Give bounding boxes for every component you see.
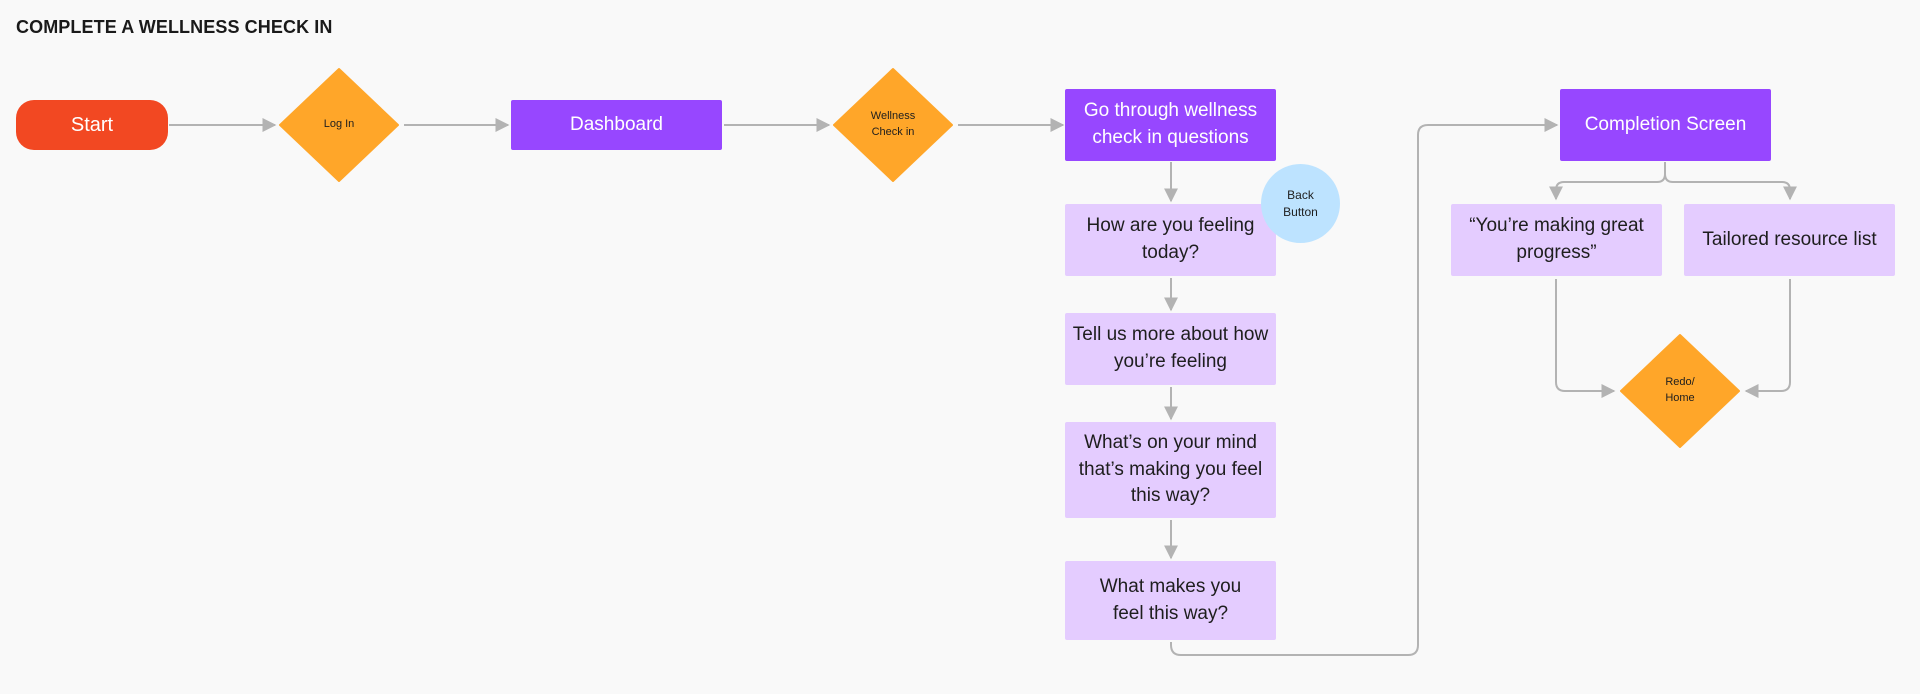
resource-list-label: Tailored resource list xyxy=(1702,228,1877,250)
diamond-shape xyxy=(279,68,399,182)
question-feeling-today-node: How are you feeling today? xyxy=(1065,204,1276,276)
connector-q4-completion xyxy=(1170,118,1559,656)
log-in-label: Log In xyxy=(323,118,355,131)
diamond-shape xyxy=(833,68,953,182)
connector-progress-redo xyxy=(1555,279,1616,398)
progress-message-node: “You’re making great progress” xyxy=(1451,204,1662,276)
diamond-shape xyxy=(1620,334,1740,448)
question-tell-more-label: Tell us more about how you’re feeling xyxy=(1072,324,1269,372)
dashboard-label: Dashboard xyxy=(570,113,663,135)
back-button-node: Back Button xyxy=(1261,164,1340,243)
back-button-label-line2: Button xyxy=(1283,204,1318,219)
start-node: Start xyxy=(16,100,168,150)
completion-screen-node: Completion Screen xyxy=(1560,89,1771,161)
dashboard-node: Dashboard xyxy=(511,100,722,150)
redo-home-decision: Redo/ Home xyxy=(1618,333,1742,449)
connector-completion-resources xyxy=(1664,162,1797,201)
progress-message-label: “You’re making great progress” xyxy=(1469,215,1644,263)
question-feeling-today-label: How are you feeling today? xyxy=(1086,215,1255,263)
question-what-makes-label: What makes you feel this way? xyxy=(1099,575,1242,624)
question-on-your-mind-label: What’s on your mind that’s making you fe… xyxy=(1078,432,1263,507)
question-on-your-mind-node: What’s on your mind that’s making you fe… xyxy=(1065,422,1276,518)
go-through-questions-node: Go through wellness check in questions xyxy=(1065,89,1276,161)
log-in-decision: Log In xyxy=(277,67,401,183)
question-what-makes-node: What makes you feel this way? xyxy=(1065,561,1276,640)
resource-list-node: Tailored resource list xyxy=(1684,204,1895,276)
back-button-label-line1: Back xyxy=(1287,188,1314,203)
start-label: Start xyxy=(70,114,114,136)
redo-home-label-line1: Redo/ xyxy=(1665,376,1695,389)
redo-home-label-line2: Home xyxy=(1665,392,1695,404)
wellness-label-line2: Check in xyxy=(871,126,915,138)
wellness-check-in-decision: Wellness Check in xyxy=(831,67,955,183)
diagram-title: COMPLETE A WELLNESS CHECK IN xyxy=(16,17,333,37)
wellness-label-line1: Wellness xyxy=(870,110,916,123)
completion-screen-label: Completion Screen xyxy=(1584,113,1747,135)
connector-completion-progress xyxy=(1549,162,1666,201)
connector-resources-redo xyxy=(1744,279,1791,398)
question-tell-more-node: Tell us more about how you’re feeling xyxy=(1065,313,1276,385)
go-through-questions-label: Go through wellness check in questions xyxy=(1083,100,1258,148)
